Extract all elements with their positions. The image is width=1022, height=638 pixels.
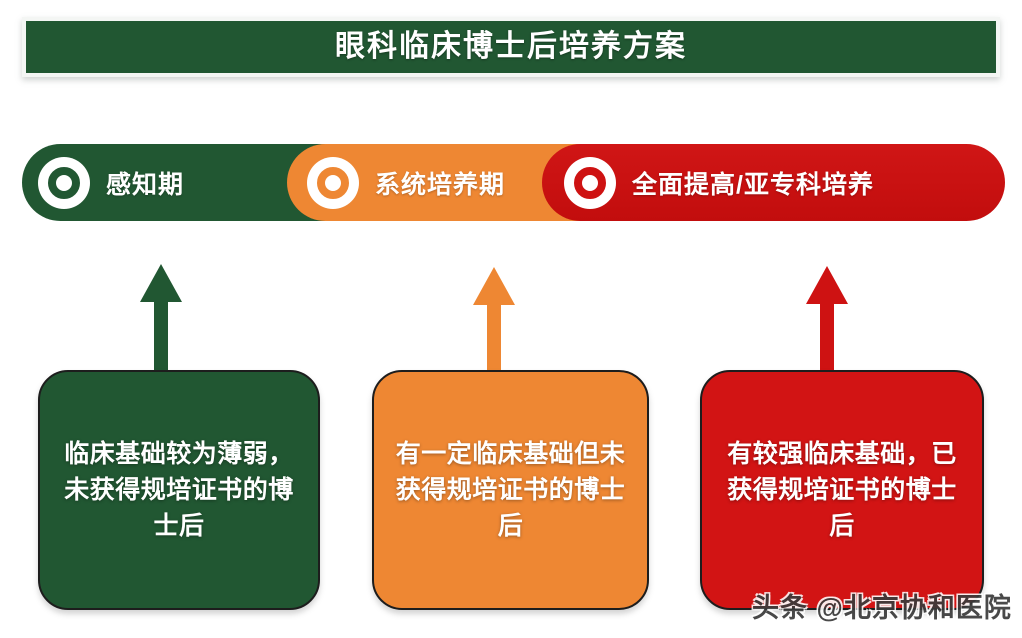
target-ring-icon <box>38 156 90 209</box>
candidate-card-text: 临床基础较为薄弱，未获得规培证书的博士后 <box>64 439 294 541</box>
candidate-card-red[interactable]: 有较强临床基础，已获得规培证书的博士后 <box>700 370 984 610</box>
target-ring-icon <box>564 156 616 209</box>
target-ring-icon <box>307 156 359 209</box>
candidate-card-text: 有一定临床基础但未获得规培证书的博士后 <box>395 439 626 541</box>
phase-segment-label: 全面提高/亚专科培养 <box>632 170 874 199</box>
candidate-card-green[interactable]: 临床基础较为薄弱，未获得规培证书的博士后 <box>38 370 320 610</box>
title-banner: 眼科临床博士后培养方案 <box>22 17 1000 77</box>
phase-bar: 感知期 系统培养期 全面提高/亚专科培养 <box>22 144 1005 221</box>
up-arrow-icon-green <box>137 262 185 380</box>
phase-segment-label: 感知期 <box>106 170 185 199</box>
candidate-card-text: 有较强临床基础，已获得规培证书的博士后 <box>727 439 957 541</box>
watermark: 头条 @北京协和医院 <box>752 593 1012 623</box>
page-title: 眼科临床博士后培养方案 <box>335 30 687 63</box>
up-arrow-icon-red <box>803 264 851 382</box>
phase-segment-advanced-subspecialty[interactable]: 全面提高/亚专科培养 <box>542 144 1005 221</box>
phase-segment-label: 系统培养期 <box>375 170 506 199</box>
candidate-card-orange[interactable]: 有一定临床基础但未获得规培证书的博士后 <box>372 370 649 610</box>
phase-segment-systematic-training[interactable]: 系统培养期 <box>287 144 587 221</box>
up-arrow-icon-orange <box>470 265 518 383</box>
